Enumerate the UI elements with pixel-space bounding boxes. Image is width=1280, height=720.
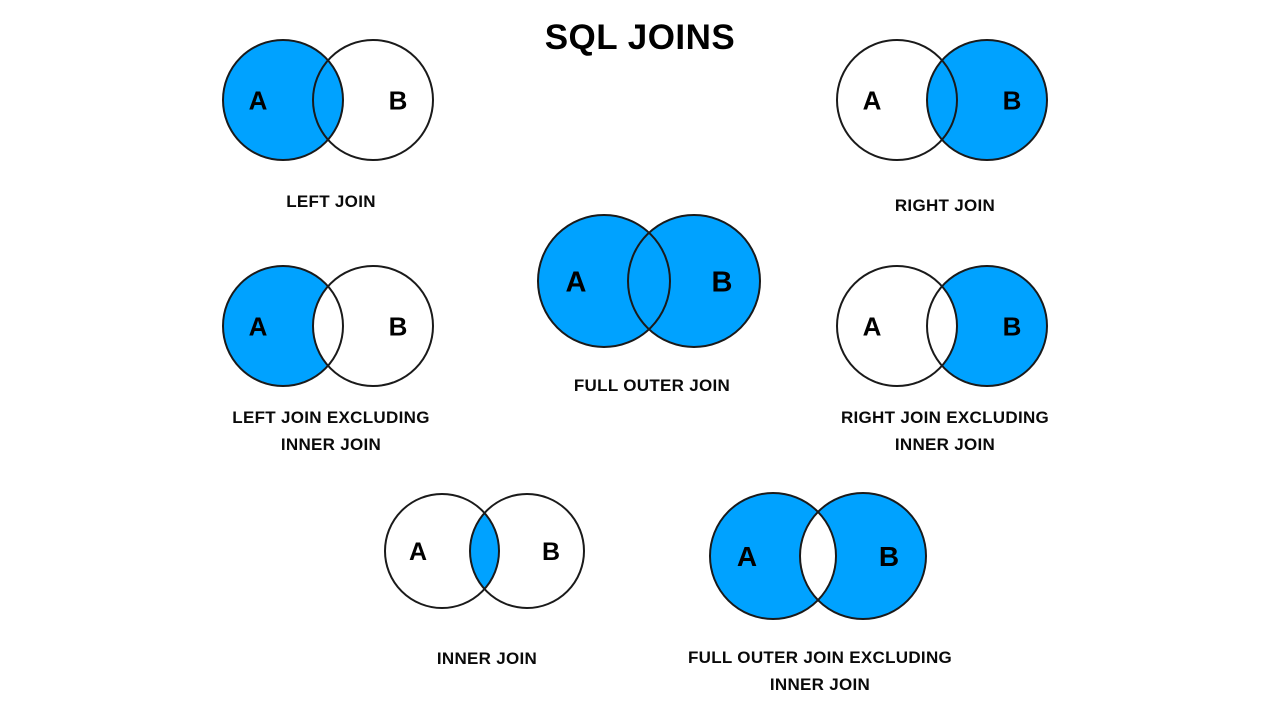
- region-set-a-fill: [223, 266, 343, 386]
- set-a-outline: [709, 492, 837, 620]
- set-b-outline: [799, 492, 927, 620]
- venn-caption-full-outer-join-excluding-inner-join: FULL OUTER JOIN EXCLUDING INNER JOIN: [687, 648, 953, 694]
- set-a-outline: [537, 214, 671, 348]
- set-a-outline: [836, 265, 958, 387]
- venn-caption-right-join: RIGHT JOIN: [894, 196, 996, 215]
- set-b-label: B: [879, 541, 899, 572]
- set-a-outline: [222, 265, 344, 387]
- set-b-outline: [926, 39, 1048, 161]
- set-b-label: B: [389, 311, 408, 341]
- set-b-outline: [312, 39, 434, 161]
- set-a-label: A: [409, 538, 427, 566]
- region-set-a-fill: [710, 493, 836, 619]
- set-a-label: A: [249, 311, 268, 341]
- page-title: SQL JOINS: [544, 18, 736, 57]
- set-b-outline: [926, 265, 1048, 387]
- region-set-b-fill: [927, 266, 1047, 386]
- set-a-outline: [836, 39, 958, 161]
- set-a-label: A: [863, 311, 882, 341]
- set-b-outline: [312, 265, 434, 387]
- venn-caption-left-join-excluding-inner-join: LEFT JOIN EXCLUDING INNER JOIN: [232, 408, 430, 454]
- set-b-disc: [800, 493, 926, 619]
- venn-caption-full-outer-join: FULL OUTER JOIN: [573, 376, 731, 395]
- venn-caption-right-join-excluding-inner-join: RIGHT JOIN EXCLUDING INNER JOIN: [840, 408, 1050, 454]
- set-b-outline: [627, 214, 761, 348]
- region-set-a-fill: [223, 40, 343, 160]
- set-a-disc: [710, 493, 836, 619]
- set-a-label: A: [566, 266, 587, 298]
- set-b-label: B: [389, 85, 408, 115]
- set-b-label: B: [1003, 311, 1022, 341]
- set-a-disc: [223, 40, 343, 160]
- set-a-outline: [384, 493, 500, 609]
- venn-caption-inner-join: INNER JOIN: [436, 649, 538, 668]
- set-a-label: A: [249, 85, 268, 115]
- set-b-disc: [927, 40, 1047, 160]
- set-a-outline: [222, 39, 344, 161]
- set-b-disc: [927, 266, 1047, 386]
- set-b-label: B: [542, 538, 560, 566]
- set-b-label: B: [712, 266, 733, 298]
- region-set-b-fill: [927, 40, 1047, 160]
- set-b-label: B: [1003, 85, 1022, 115]
- venn-caption-left-join: LEFT JOIN: [286, 192, 376, 211]
- set-a-label: A: [863, 85, 882, 115]
- region-set-b-fill: [800, 493, 926, 619]
- set-a-disc: [223, 266, 343, 386]
- set-a-label: A: [737, 541, 757, 572]
- set-b-outline: [469, 493, 585, 609]
